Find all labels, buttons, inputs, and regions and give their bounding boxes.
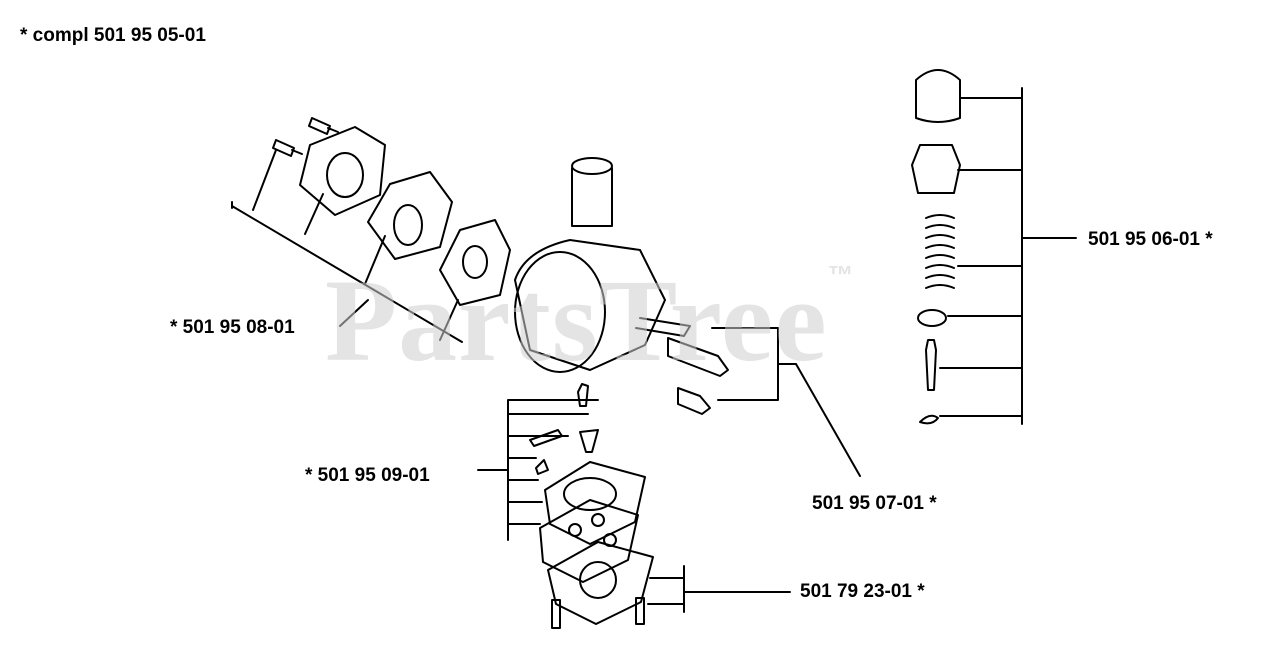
body-shell xyxy=(514,239,666,371)
callout-needle-kit[interactable]: 501 95 07-01 * xyxy=(812,493,937,514)
adjusting-screws[interactable] xyxy=(667,337,729,415)
callout-valve-kit[interactable]: 501 95 06-01 * xyxy=(1088,229,1213,250)
valve-clip xyxy=(919,414,939,425)
metering-diaphragm-center xyxy=(579,561,617,599)
metering-diaphragm-assembly[interactable] xyxy=(547,541,654,629)
valve-cap xyxy=(915,69,961,123)
pump-gasket xyxy=(539,499,639,583)
pump-diaphragm xyxy=(544,461,646,545)
callout-intake-kit[interactable]: * 501 95 08-01 xyxy=(170,317,295,338)
gasket-bore xyxy=(393,204,423,246)
spring-part xyxy=(535,459,549,475)
screw-part xyxy=(635,597,645,625)
gasket-part xyxy=(439,219,511,306)
valve-spring xyxy=(925,214,955,289)
valve-seat xyxy=(911,144,961,194)
inlet-tube-top xyxy=(571,157,613,175)
leader-lines xyxy=(231,87,1077,613)
valve-washer xyxy=(917,309,947,327)
flange-bore xyxy=(326,152,364,198)
callout-pump-kit[interactable]: * 501 95 09-01 xyxy=(305,465,430,486)
carburetor-body[interactable] xyxy=(514,157,691,373)
gasket-hole xyxy=(568,523,582,537)
intake-flange-assembly[interactable] xyxy=(272,117,511,306)
inlet-valve-parts[interactable] xyxy=(911,69,961,425)
needle-part xyxy=(529,429,563,447)
pump-diaphragm-center xyxy=(563,477,617,511)
gasket-bore xyxy=(462,245,488,279)
flange-part xyxy=(299,126,386,216)
screw-part xyxy=(667,337,729,377)
pin-part xyxy=(577,383,589,407)
body-lever xyxy=(635,317,691,337)
page-title: * compl 501 95 05-01 xyxy=(20,25,206,46)
lever-part xyxy=(579,429,599,453)
gasket-hole xyxy=(591,513,605,527)
screw-part xyxy=(272,139,303,157)
pump-parts[interactable] xyxy=(529,383,646,583)
screw-part xyxy=(551,599,561,629)
metering-diaphragm xyxy=(547,541,654,625)
body-flange xyxy=(514,251,606,373)
screw-part xyxy=(308,117,339,135)
inlet-tube xyxy=(571,167,613,227)
screw-part xyxy=(677,387,711,415)
valve-needle xyxy=(925,339,937,391)
gasket-part xyxy=(367,171,453,260)
callout-diaphragm-kit[interactable]: 501 79 23-01 * xyxy=(800,581,925,602)
